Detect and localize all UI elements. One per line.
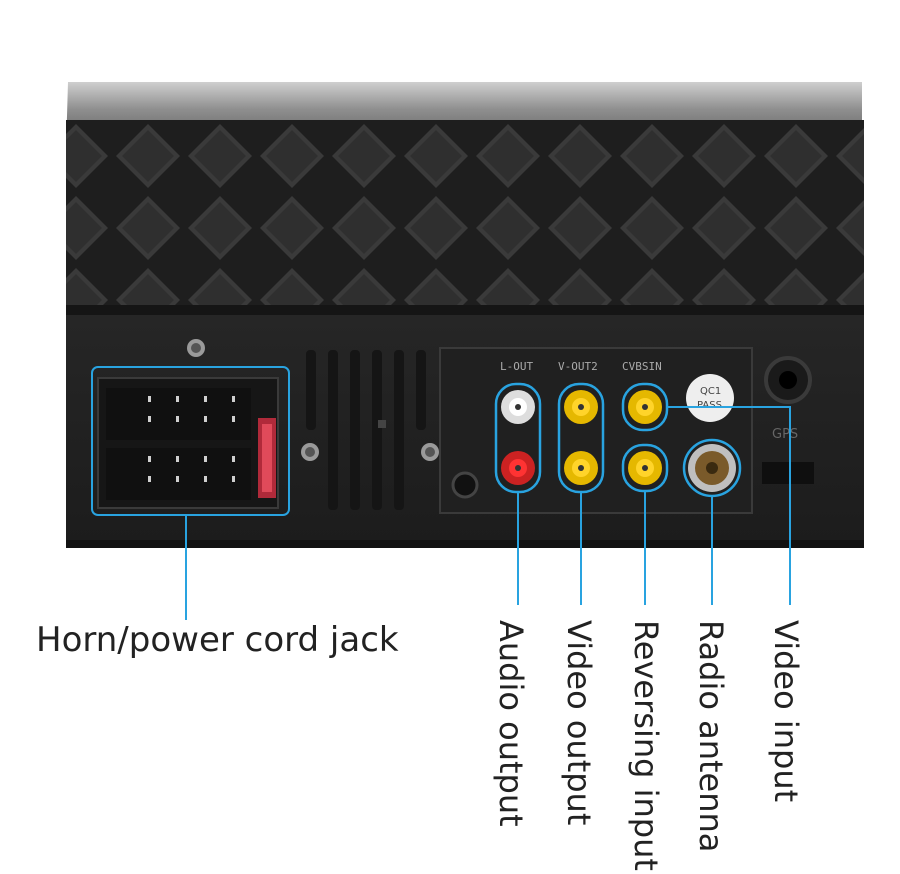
- callout-video-output: Video output: [560, 620, 598, 826]
- qc-pass-text: PASS: [697, 400, 722, 411]
- rca-audio-white: [501, 390, 535, 424]
- callout-frame: [91, 366, 290, 516]
- rca-video-out-1: [564, 390, 598, 424]
- iso-power-connector: [97, 377, 279, 509]
- qc-text: QC1: [700, 386, 721, 397]
- label-audio-out: L-OUT: [500, 360, 533, 373]
- gps-socket: GPS: [762, 356, 814, 484]
- qc-sticker: QC1 PASS: [686, 374, 734, 422]
- label-cvbs-in: CVBSIN: [622, 360, 662, 373]
- vent-slots: [306, 350, 426, 510]
- callout-radio-antenna: Radio antenna: [692, 620, 730, 853]
- rca-audio-red: [501, 451, 535, 485]
- radio-antenna-socket: [688, 444, 736, 492]
- heatsink-fins: [66, 120, 864, 317]
- label-video-out: V-OUT2: [558, 360, 598, 373]
- callout-video-input: Video input: [767, 620, 805, 803]
- rca-reversing-in: [628, 451, 662, 485]
- rca-video-out-2: [564, 451, 598, 485]
- callout-reversing-input: Reversing input: [627, 620, 665, 871]
- aux-jack: [451, 471, 479, 499]
- callout-lines: [185, 406, 791, 620]
- gps-label: GPS: [772, 427, 798, 442]
- callout-audio-output: Audio output: [492, 620, 530, 827]
- callout-horn-power: Horn/power cord jack: [36, 620, 399, 660]
- rca-video-in: [628, 390, 662, 424]
